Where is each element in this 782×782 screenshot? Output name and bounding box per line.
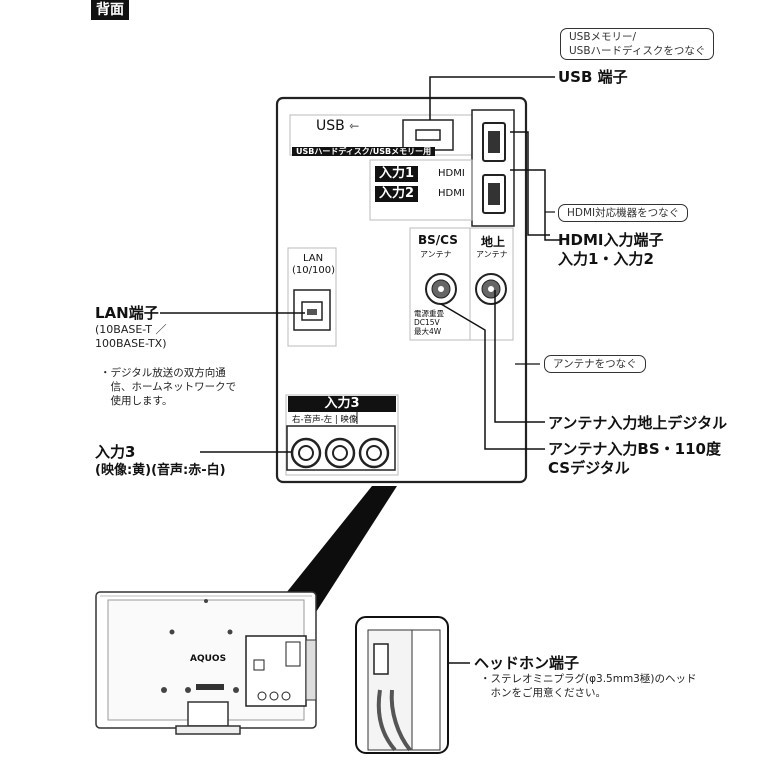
input3-area (285, 394, 399, 476)
headphone-terminal-label: ヘッドホン端子 (474, 654, 580, 672)
tv-stand-neck (187, 701, 229, 727)
bs-cs-label: BS/CS (418, 233, 458, 247)
hdmi-label-area (369, 159, 473, 221)
terrestrial-label: 地上 (481, 235, 506, 249)
antenna-area (409, 227, 514, 341)
antenna-terrestrial-label: アンテナ入力地上デジタル (548, 414, 728, 432)
lan-spec-2: 100BASE-TX) (95, 337, 167, 350)
terrestrial-antenna-sublabel: アンテナ (476, 250, 508, 259)
antenna-callout-box: アンテナをつなぐ (544, 355, 646, 373)
hdmi-label-2: HDMI (438, 188, 465, 199)
hdmi-terminal-label: HDMI入力端子 (558, 231, 664, 249)
usb-terminal-label: USB 端子 (558, 68, 628, 86)
rear-panel-frame (275, 96, 528, 484)
input3-label: 入力3 (95, 443, 136, 461)
lan-area (287, 247, 337, 347)
tv-stand-base (175, 725, 241, 735)
lan-panel-label: LAN (303, 253, 324, 264)
input2-badge: 入力2 (375, 186, 419, 202)
lan-spec-1: (10BASE-T ／ (95, 323, 167, 336)
usb-title: USB ⇽ (316, 118, 360, 134)
lan-panel-speed: (10/100) (292, 265, 335, 276)
hdmi-callout-box: HDMI対応機器をつなぐ (558, 204, 689, 222)
headphone-note: ・ステレオミニプラグ(φ3.5mm3極)のヘッド ホンをご用意ください。 (480, 673, 697, 699)
input1-badge: 入力1 (375, 166, 419, 182)
usb-callout-box: USBメモリー/ USBハードディスクをつなぐ (560, 28, 715, 60)
lan-note: ・デジタル放送の双方向通 信、ホームネットワークで 使用します。 (100, 367, 237, 407)
input3-sublabel: 右-音声-左 | 映像 (292, 415, 358, 425)
hdmi-label-1: HDMI (438, 168, 465, 179)
input3-color-label: (映像:黄)(音声:赤-白) (95, 463, 226, 478)
antenna-cs-label: CSデジタル (548, 459, 630, 477)
usb-sub-badge: USBハードディスク/USBメモリー用 (292, 139, 436, 158)
usb-port-icon (415, 129, 441, 141)
lan-terminal-label: LAN端子 (95, 304, 159, 322)
antenna-bs-label: アンテナ入力BS・110度 (548, 440, 721, 458)
hdmi-input-label: 入力1・入力2 (558, 250, 654, 268)
bs-antenna-sublabel: アンテナ (420, 250, 452, 259)
headphone-jack (373, 643, 389, 675)
tv-brand-logo: AQUOS (190, 654, 227, 664)
page-title: 背面 (91, 0, 129, 20)
power-spec: 電源重畳 DC15V 最大4W (414, 309, 444, 336)
input3-badge: 入力3 (288, 396, 396, 412)
